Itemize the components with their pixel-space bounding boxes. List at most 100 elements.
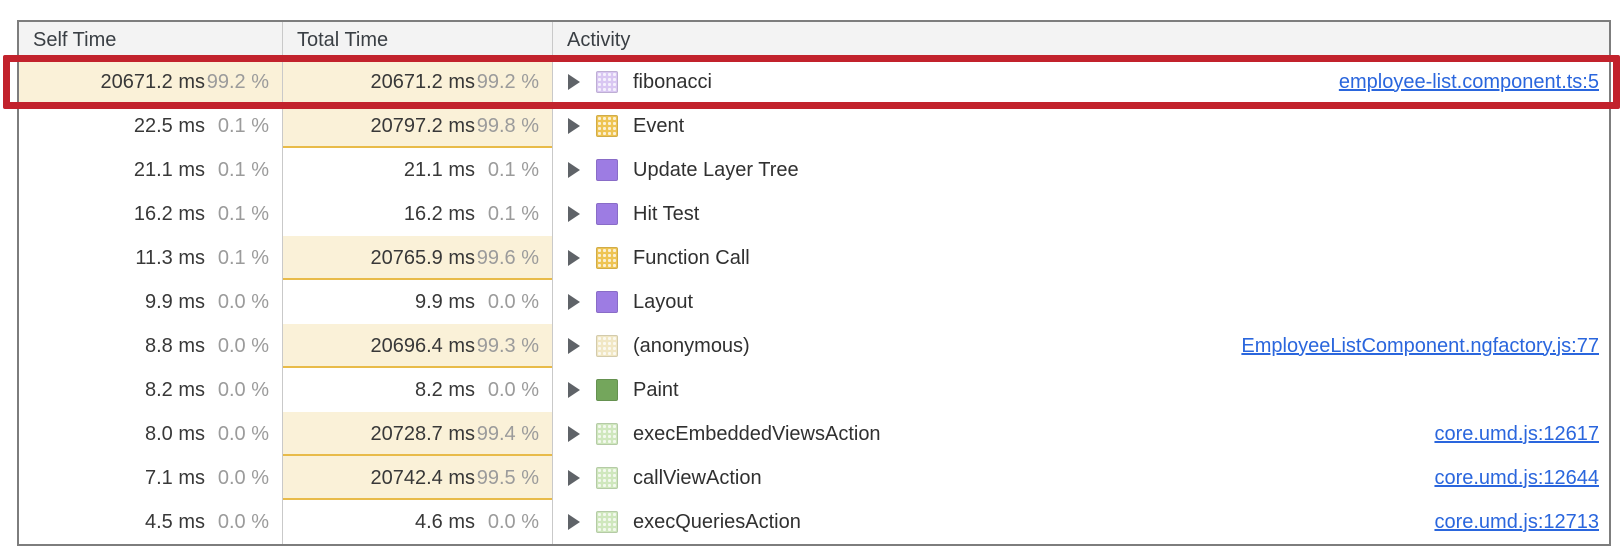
table-row-exec-embedded-views-action[interactable]: 8.0 ms 0.0 % 20728.7 ms 99.4 % execEmbed… bbox=[19, 412, 1609, 456]
table-row-exec-queries-action[interactable]: 4.5 ms 0.0 % 4.6 ms 0.0 % execQueriesAct… bbox=[19, 500, 1609, 544]
self-time-percent: 0.0 % bbox=[217, 378, 269, 401]
table-row-update-layer-tree[interactable]: 21.1 ms 0.1 % 21.1 ms 0.1 % Update Layer… bbox=[19, 148, 1609, 192]
table-header-row: Self Time Total Time Activity bbox=[19, 22, 1609, 60]
self-time-percent: 0.0 % bbox=[217, 510, 269, 533]
expand-arrow-icon[interactable] bbox=[568, 118, 580, 134]
total-time-value: 16.2 ms bbox=[403, 202, 475, 225]
category-swatch bbox=[596, 247, 618, 269]
total-time-percent: 99.5 % bbox=[476, 466, 539, 489]
self-time-cell: 16.2 ms 0.1 % bbox=[19, 192, 283, 236]
table-row-function-call[interactable]: 11.3 ms 0.1 % 20765.9 ms 99.6 % Function… bbox=[19, 236, 1609, 280]
column-header-activity[interactable]: Activity bbox=[567, 29, 631, 51]
table-row-hit-test[interactable]: 16.2 ms 0.1 % 16.2 ms 0.1 % Hit Test bbox=[19, 192, 1609, 236]
total-time-cell: 20765.9 ms 99.6 % bbox=[283, 236, 553, 280]
total-time-percent: 99.3 % bbox=[476, 334, 539, 357]
expand-arrow-icon[interactable] bbox=[568, 470, 580, 486]
self-time-percent: 0.0 % bbox=[217, 334, 269, 357]
total-time-value: 20728.7 ms bbox=[370, 422, 475, 445]
category-swatch bbox=[596, 291, 618, 313]
table-row-fibonacci[interactable]: 20671.2 ms 99.2 % 20671.2 ms 99.2 % fibo… bbox=[19, 60, 1609, 104]
self-time-value: 20671.2 ms bbox=[100, 70, 205, 93]
total-time-cell: 9.9 ms 0.0 % bbox=[283, 280, 553, 324]
total-time-percent: 99.2 % bbox=[476, 70, 539, 93]
activity-cell: Event bbox=[553, 104, 1609, 148]
self-time-value: 21.1 ms bbox=[133, 158, 205, 181]
self-time-cell: 8.8 ms 0.0 % bbox=[19, 324, 283, 368]
table-row-paint[interactable]: 8.2 ms 0.0 % 8.2 ms 0.0 % Paint bbox=[19, 368, 1609, 412]
activity-label: execEmbeddedViewsAction bbox=[633, 422, 881, 445]
self-time-value: 16.2 ms bbox=[133, 202, 205, 225]
activity-cell: (anonymous) EmployeeListComponent.ngfact… bbox=[553, 324, 1609, 368]
activity-cell: Hit Test bbox=[553, 192, 1609, 236]
self-time-cell: 7.1 ms 0.0 % bbox=[19, 456, 283, 500]
activity-label: Layout bbox=[633, 290, 694, 313]
activity-cell: Update Layer Tree bbox=[553, 148, 1609, 192]
self-time-cell: 4.5 ms 0.0 % bbox=[19, 500, 283, 544]
source-link[interactable]: EmployeeListComponent.ngfactory.js:77 bbox=[1241, 334, 1599, 357]
total-time-cell: 20728.7 ms 99.4 % bbox=[283, 412, 553, 456]
self-time-value: 22.5 ms bbox=[133, 114, 205, 137]
total-time-percent: 0.1 % bbox=[487, 202, 539, 225]
total-time-percent: 0.0 % bbox=[487, 510, 539, 533]
table-row-call-view-action[interactable]: 7.1 ms 0.0 % 20742.4 ms 99.5 % callViewA… bbox=[19, 456, 1609, 500]
total-time-cell: 20742.4 ms 99.5 % bbox=[283, 456, 553, 500]
total-time-percent: 0.1 % bbox=[487, 158, 539, 181]
self-time-percent: 99.2 % bbox=[206, 70, 269, 93]
column-header-self-time[interactable]: Self Time bbox=[19, 22, 283, 59]
category-swatch bbox=[596, 511, 618, 533]
activity-cell: execEmbeddedViewsAction core.umd.js:1261… bbox=[553, 412, 1609, 456]
expand-arrow-icon[interactable] bbox=[568, 514, 580, 530]
expand-arrow-icon[interactable] bbox=[568, 382, 580, 398]
expand-arrow-icon[interactable] bbox=[568, 294, 580, 310]
activity-cell: callViewAction core.umd.js:12644 bbox=[553, 456, 1609, 500]
category-swatch bbox=[596, 159, 618, 181]
source-link[interactable]: core.umd.js:12644 bbox=[1434, 466, 1599, 489]
self-time-cell: 9.9 ms 0.0 % bbox=[19, 280, 283, 324]
activity-label: Function Call bbox=[633, 246, 750, 269]
total-time-value: 20696.4 ms bbox=[370, 334, 475, 357]
self-time-percent: 0.1 % bbox=[217, 202, 269, 225]
self-time-percent: 0.0 % bbox=[217, 422, 269, 445]
column-header-total-time[interactable]: Total Time bbox=[283, 22, 553, 59]
activity-label: Update Layer Tree bbox=[633, 158, 799, 181]
total-time-percent: 0.0 % bbox=[487, 290, 539, 313]
self-time-percent: 0.1 % bbox=[217, 114, 269, 137]
source-link[interactable]: employee-list.component.ts:5 bbox=[1338, 70, 1599, 93]
category-swatch bbox=[596, 71, 618, 93]
self-time-cell: 20671.2 ms 99.2 % bbox=[19, 60, 283, 104]
expand-arrow-icon[interactable] bbox=[568, 74, 580, 90]
table-row-layout[interactable]: 9.9 ms 0.0 % 9.9 ms 0.0 % Layout bbox=[19, 280, 1609, 324]
expand-arrow-icon[interactable] bbox=[568, 206, 580, 222]
activity-label: Event bbox=[633, 114, 685, 137]
self-time-percent: 0.1 % bbox=[217, 246, 269, 269]
expand-arrow-icon[interactable] bbox=[568, 162, 580, 178]
total-time-cell: 20797.2 ms 99.8 % bbox=[283, 104, 553, 148]
total-time-value: 9.9 ms bbox=[414, 290, 475, 313]
total-time-cell: 20671.2 ms 99.2 % bbox=[283, 60, 553, 104]
expand-arrow-icon[interactable] bbox=[568, 250, 580, 266]
activity-cell: Function Call bbox=[553, 236, 1609, 280]
source-link[interactable]: core.umd.js:12617 bbox=[1434, 422, 1599, 445]
source-link[interactable]: core.umd.js:12713 bbox=[1434, 510, 1599, 533]
total-time-value: 20671.2 ms bbox=[370, 70, 475, 93]
total-time-cell: 21.1 ms 0.1 % bbox=[283, 148, 553, 192]
activity-label: (anonymous) bbox=[633, 334, 750, 357]
category-swatch bbox=[596, 335, 618, 357]
category-swatch bbox=[596, 423, 618, 445]
expand-arrow-icon[interactable] bbox=[568, 338, 580, 354]
self-time-percent: 0.0 % bbox=[217, 290, 269, 313]
self-time-percent: 0.0 % bbox=[217, 466, 269, 489]
total-time-cell: 8.2 ms 0.0 % bbox=[283, 368, 553, 412]
total-time-value: 20797.2 ms bbox=[370, 114, 475, 137]
table-row-anonymous[interactable]: 8.8 ms 0.0 % 20696.4 ms 99.3 % (anonymou… bbox=[19, 324, 1609, 368]
category-swatch bbox=[596, 115, 618, 137]
table-row-event[interactable]: 22.5 ms 0.1 % 20797.2 ms 99.8 % Event bbox=[19, 104, 1609, 148]
self-time-percent: 0.1 % bbox=[217, 158, 269, 181]
expand-arrow-icon[interactable] bbox=[568, 426, 580, 442]
total-time-cell: 16.2 ms 0.1 % bbox=[283, 192, 553, 236]
self-time-value: 8.2 ms bbox=[144, 378, 205, 401]
total-time-value: 20742.4 ms bbox=[370, 466, 475, 489]
total-time-value: 4.6 ms bbox=[414, 510, 475, 533]
total-time-value: 8.2 ms bbox=[414, 378, 475, 401]
total-time-cell: 20696.4 ms 99.3 % bbox=[283, 324, 553, 368]
